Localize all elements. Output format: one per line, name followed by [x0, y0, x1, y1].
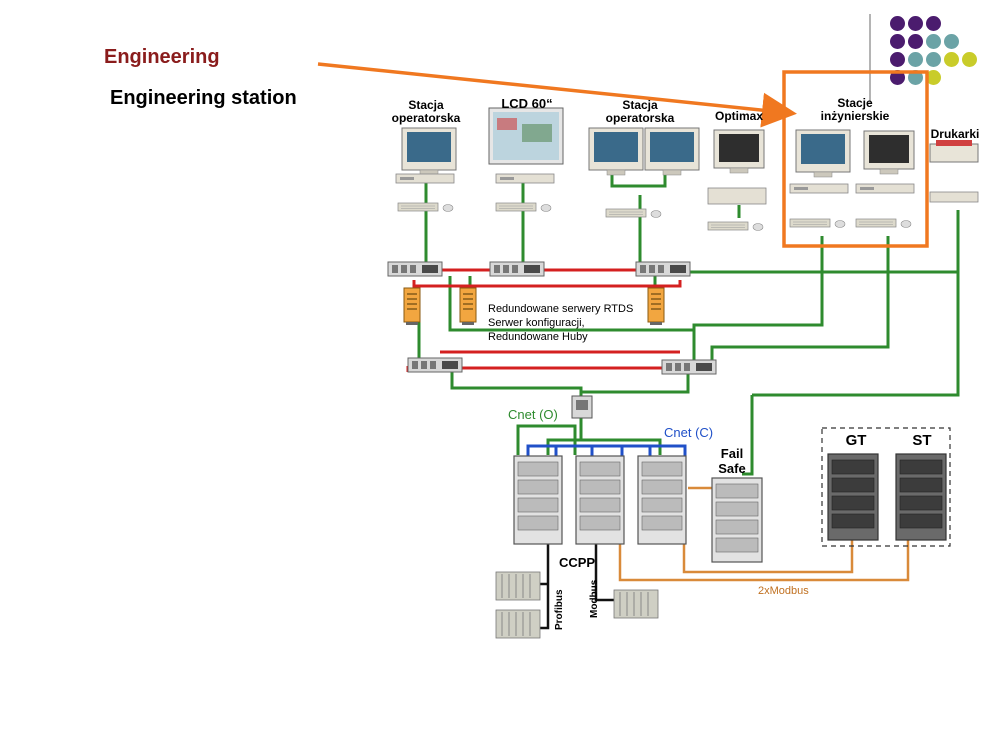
label-fail-safe: Fail Safe	[710, 446, 754, 476]
label-line: Stacje	[837, 96, 873, 110]
label-servers: Redundowane serwery RTDS Serwer konfigur…	[488, 302, 648, 344]
dot	[890, 34, 905, 49]
st-cabinet	[895, 453, 947, 541]
switch-2	[489, 261, 545, 277]
label-line: Redundowane serwery RTDS	[488, 303, 634, 315]
label-line: Redundowane Huby	[488, 331, 588, 343]
failsafe-cabinet	[711, 477, 763, 563]
label-st: ST	[912, 432, 932, 449]
gt-st-group-box	[821, 427, 951, 547]
controller-cabinet-2	[575, 455, 625, 545]
label-line: operatorska	[605, 111, 675, 125]
controller-cabinet-1	[513, 455, 563, 545]
label-cnet-c: Cnet (C)	[664, 425, 714, 440]
io-rack-1	[495, 571, 541, 601]
switch-5	[661, 359, 717, 375]
dot	[944, 34, 959, 49]
server-tower-2	[459, 287, 477, 326]
label-line: Serwer konfiguracji,	[488, 317, 585, 329]
label-profibus: Profibus	[554, 589, 565, 630]
io-rack-3	[613, 589, 659, 619]
io-rack-2	[495, 609, 541, 639]
label-gt: GT	[845, 432, 867, 449]
dot	[962, 52, 977, 67]
gt-cabinet	[827, 453, 879, 541]
dot	[908, 34, 923, 49]
engineering-workstations	[789, 129, 915, 228]
label-cnet-o: Cnet (O)	[508, 407, 558, 422]
label-stacja-operatorska-1: Stacja operatorska	[378, 99, 474, 125]
hub	[571, 395, 593, 419]
lcd-display	[488, 107, 564, 212]
slide-title: Engineering	[104, 46, 220, 68]
divider-line	[869, 14, 871, 104]
label-ccpp: CCPP	[558, 555, 596, 570]
label-drukarki: Drukarki	[930, 127, 980, 141]
label-line: inżynierskie	[820, 109, 890, 123]
dot	[908, 16, 923, 31]
label-optimax: Optimax	[714, 109, 763, 123]
label-line: Fail	[720, 446, 744, 461]
dot	[890, 16, 905, 31]
slide-subtitle: Engineering station	[110, 87, 297, 109]
switch-4	[407, 357, 463, 373]
dot	[926, 16, 941, 31]
optimax-workstation	[707, 129, 767, 231]
orange-links	[618, 486, 910, 582]
label-line: Stacja	[408, 98, 444, 112]
switch-1	[387, 261, 443, 277]
printer	[929, 140, 979, 203]
workstation-operator-2	[588, 127, 700, 218]
server-tower-3	[647, 287, 665, 326]
red-links	[406, 268, 682, 372]
callout-arrow	[317, 62, 797, 128]
dot	[908, 52, 923, 67]
server-tower-1	[403, 287, 421, 326]
switch-3	[635, 261, 691, 277]
dot	[926, 52, 941, 67]
controller-cabinet-3	[637, 455, 687, 545]
label-modbus: Modbus	[589, 579, 600, 618]
label-line: Safe	[718, 461, 746, 476]
dot	[944, 52, 959, 67]
black-links	[540, 544, 614, 630]
dot	[926, 70, 941, 85]
label-lcd: LCD 60“	[501, 96, 553, 111]
label-stacje-inzynierskie: Stacje inżynierskie	[800, 97, 910, 123]
engineering-highlight-box	[782, 70, 929, 248]
dot	[926, 34, 941, 49]
label-line: operatorska	[391, 111, 461, 125]
dot	[890, 52, 905, 67]
label-line: Stacja	[622, 98, 658, 112]
label-stacja-operatorska-2: Stacja operatorska	[592, 99, 688, 125]
label-2xmodbus: 2xModbus	[758, 585, 809, 597]
